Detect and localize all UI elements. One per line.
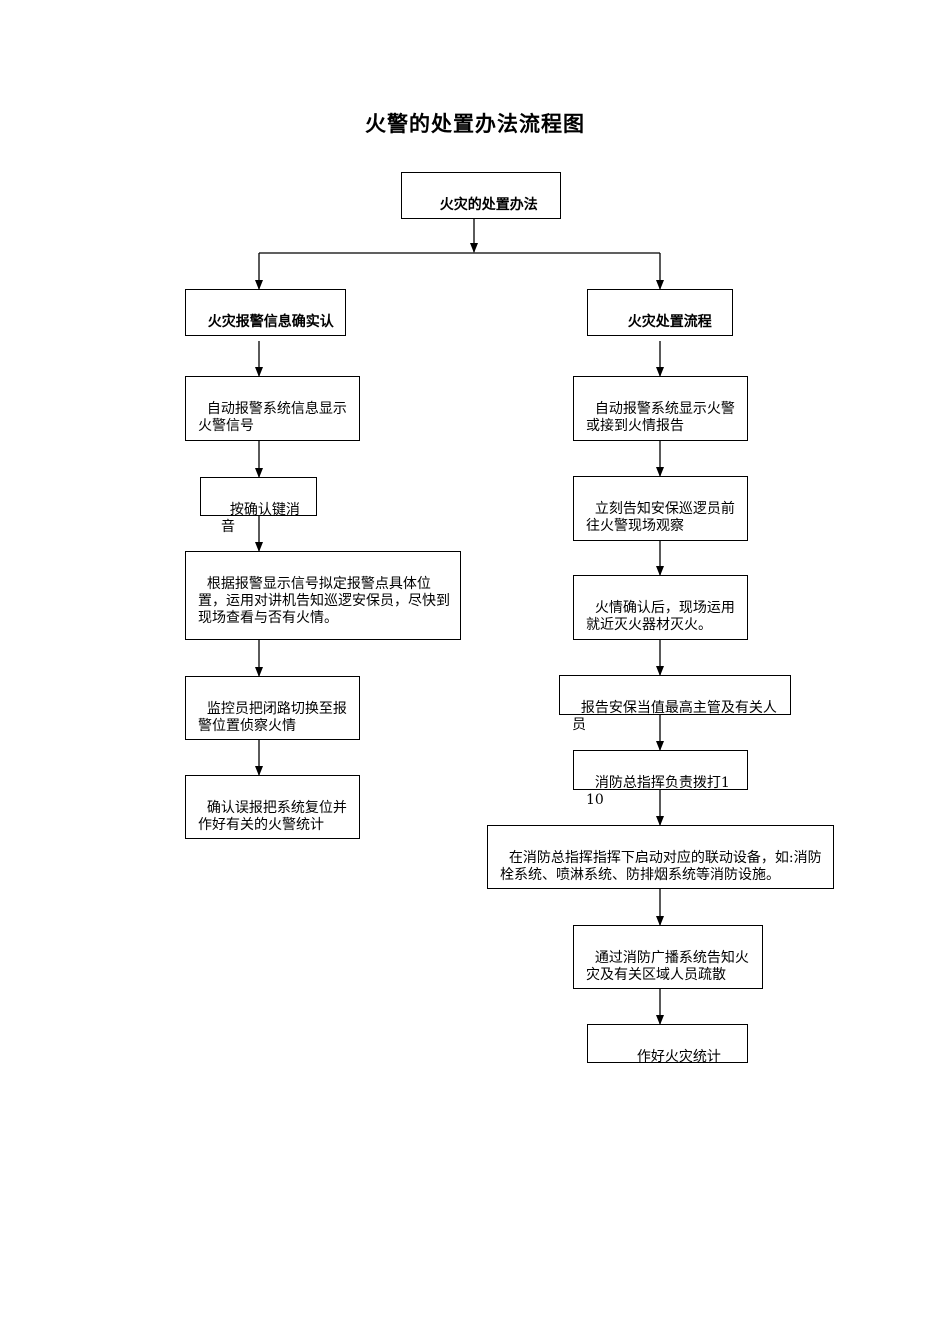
root-label: 火灾的处置办法 xyxy=(439,197,538,213)
right-step-label: 立刻告知安保巡逻员前往火警现场观察 xyxy=(586,501,735,534)
left-step-box: 根据报警显示信号拟定报警点具体位置，运用对讲机告知巡逻安保员，尽快到现场查看与否… xyxy=(185,551,461,640)
right-header-label: 火灾处置流程 xyxy=(627,314,712,330)
right-step-label: 自动报警系统显示火警或接到火情报告 xyxy=(586,401,735,434)
left-header-box: 火灾报警信息确实认 xyxy=(185,289,346,336)
left-step-label: 根据报警显示信号拟定报警点具体位置，运用对讲机告知巡逻安保员，尽快到现场查看与否… xyxy=(198,576,450,626)
left-step-label: 自动报警系统信息显示火警信号 xyxy=(198,401,347,434)
left-step-label: 按确认键消音 xyxy=(221,502,300,535)
left-step-box: 按确认键消音 xyxy=(200,477,317,535)
left-step-label: 确认误报把系统复位并作好有关的火警统计 xyxy=(198,800,347,833)
right-step-box: 火情确认后，现场运用就近灭火器材灭火。 xyxy=(573,575,748,640)
right-step-box: 在消防总指挥指挥下启动对应的联动设备，如:消防栓系统、喷淋系统、防排烟系统等消防… xyxy=(487,825,834,889)
root-box: 火灾的处置办法 xyxy=(401,172,561,219)
page-title: 火警的处置办法流程图 xyxy=(365,111,585,136)
right-step-box: 自动报警系统显示火警或接到火情报告 xyxy=(573,376,748,441)
left-step-label: 监控员把闭路切换至报警位置侦察火情 xyxy=(198,701,347,734)
left-step-box: 监控员把闭路切换至报警位置侦察火情 xyxy=(185,676,360,740)
left-step-box: 确认误报把系统复位并作好有关的火警统计 xyxy=(185,775,360,839)
right-header-box: 火灾处置流程 xyxy=(587,289,733,336)
right-step-box: 立刻告知安保巡逻员前往火警现场观察 xyxy=(573,476,748,541)
right-step-label: 报告安保当值最高主管及有关人员 xyxy=(572,700,777,733)
right-step-label: 消防总指挥负责拨打110 xyxy=(586,775,730,808)
right-step-box: 报告安保当值最高主管及有关人员 xyxy=(559,675,791,733)
right-step-box: 消防总指挥负责拨打110 xyxy=(573,750,748,808)
right-step-label: 在消防总指挥指挥下启动对应的联动设备，如:消防栓系统、喷淋系统、防排烟系统等消防… xyxy=(500,850,822,883)
left-header-label: 火灾报警信息确实认 xyxy=(207,314,334,330)
right-step-box: 作好火灾统计 xyxy=(587,1024,748,1065)
right-step-label: 火情确认后，现场运用就近灭火器材灭火。 xyxy=(586,600,735,633)
right-step-label: 通过消防广播系统告知火灾及有关区域人员疏散 xyxy=(586,950,749,983)
left-step-box: 自动报警系统信息显示火警信号 xyxy=(185,376,360,441)
right-step-box: 通过消防广播系统告知火灾及有关区域人员疏散 xyxy=(573,925,763,989)
right-step-label: 作好火灾统计 xyxy=(636,1049,721,1065)
